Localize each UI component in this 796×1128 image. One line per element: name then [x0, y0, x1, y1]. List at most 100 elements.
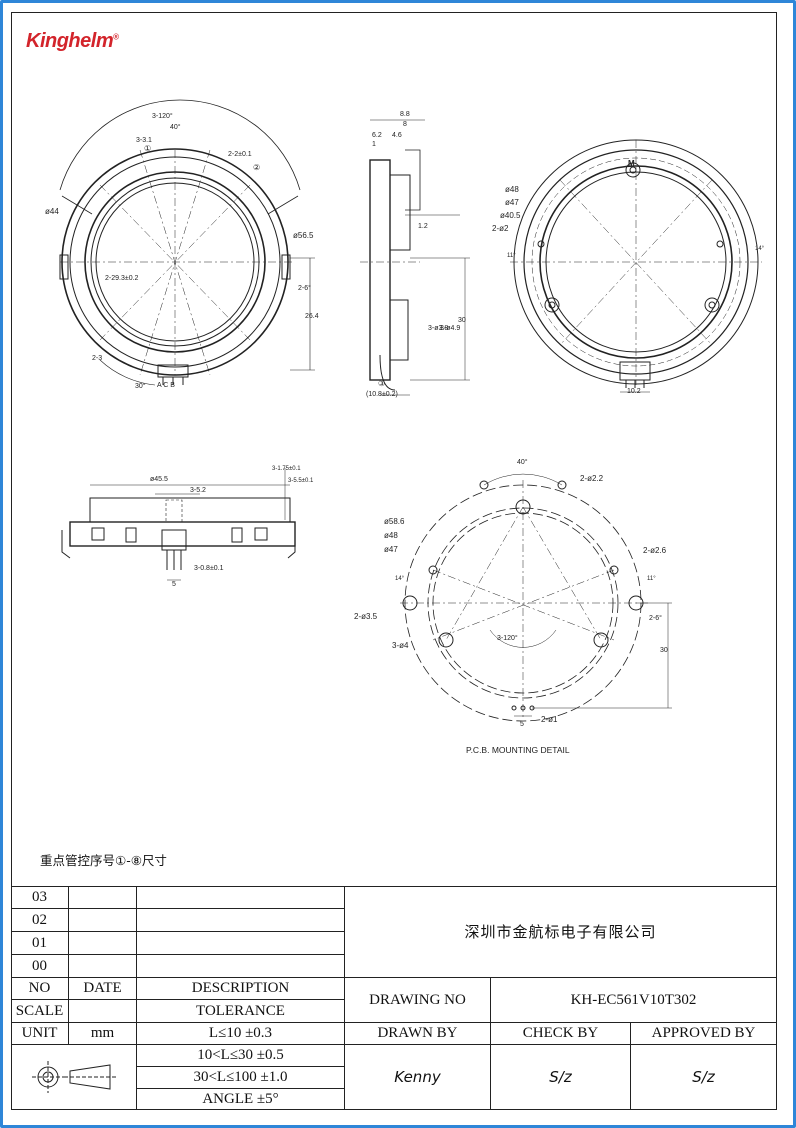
dim-label: 3-ø4	[392, 641, 409, 650]
approved-by-signature: S/z	[631, 1045, 777, 1110]
dim-label: 2-ø2	[492, 224, 509, 233]
controlled-dimensions-note: 重点管控序号①-⑧尺寸	[40, 853, 167, 868]
dim-label: 2-29.3±0.2	[105, 275, 139, 282]
revision-cell: 03	[11, 886, 69, 909]
dim-label: 2-ø2.6	[643, 546, 667, 555]
dim-label: 26.4	[305, 313, 319, 320]
dim-label: 3-ø4.9	[440, 325, 460, 332]
approved-by-label: APPROVED BY	[631, 1023, 777, 1045]
projection-symbol	[11, 1045, 137, 1110]
tolerance-row: 10<L≤30 ±0.5	[137, 1045, 345, 1067]
section-view	[61, 468, 296, 581]
dim-label: ø58.6	[384, 517, 405, 526]
angle-label: 3-120°	[152, 112, 173, 120]
dim-label: 3-1.75±0.1	[272, 466, 301, 472]
marker-label: ②	[253, 163, 260, 172]
front-view	[59, 99, 315, 386]
scale-value	[69, 1000, 137, 1023]
dim-label: 1	[372, 141, 376, 148]
dim-label: ø40.5	[500, 211, 521, 220]
date-header: DATE	[69, 978, 137, 1000]
unit-value: mm	[69, 1023, 137, 1045]
dim-label: 2-ø1	[541, 715, 558, 724]
unit-label: UNIT	[11, 1023, 69, 1045]
dim-label: (10.8±0.2)	[366, 391, 398, 398]
angle-label: 3-120°	[497, 634, 518, 642]
mark-label: M	[628, 159, 635, 168]
rear-view	[510, 139, 762, 393]
dim-label: 2-2±0.1	[228, 151, 252, 158]
revision-date-cell	[69, 932, 137, 955]
dim-label: 5	[520, 721, 524, 728]
marker-label: ③	[378, 379, 385, 388]
revision-date-cell	[69, 886, 137, 909]
dim-label: 14°	[395, 576, 405, 582]
company-name: 深圳市金航标电子有限公司	[345, 886, 777, 978]
dim-label: 2-ø2.2	[580, 474, 604, 483]
dim-label: ø45.5	[150, 476, 168, 483]
dim-label: ø44	[45, 207, 59, 216]
technical-drawing: 3-120° 40° 3-3.1 ① 2-2±0.1 ② ø44 ø56.5 2…	[45, 99, 765, 755]
dim-label: 1.2	[418, 223, 428, 230]
dim-label: ø47	[505, 198, 519, 207]
dim-label: 3-3.1	[136, 137, 152, 144]
drawn-by-signature: Kenny	[345, 1045, 491, 1110]
angle-label: 40°	[517, 458, 528, 466]
no-header: NO	[11, 978, 69, 1000]
dim-label: ø48	[505, 185, 519, 194]
dim-label: ø56.5	[293, 231, 314, 240]
drawn-by-label: DRAWN BY	[345, 1023, 491, 1045]
dim-label: 2-3	[92, 355, 102, 362]
description-header: DESCRIPTION	[137, 978, 345, 1000]
revision-date-cell	[69, 955, 137, 978]
dim-label: 4.6	[392, 132, 402, 139]
angle-label: 30°	[135, 382, 146, 390]
dim-label: ø48	[384, 531, 398, 540]
revision-desc-cell	[137, 909, 345, 932]
marker-label: ①	[144, 144, 151, 153]
dim-label: 11°	[647, 576, 656, 582]
dim-label: 6.2	[372, 132, 382, 139]
pin-label: A C B	[157, 382, 175, 389]
tolerance-row: L≤10 ±0.3	[137, 1023, 345, 1045]
dim-label: 2-6°	[298, 284, 311, 292]
revision-cell: 01	[11, 932, 69, 955]
dim-label: 10.2	[627, 388, 641, 395]
dim-label: 2-6°	[649, 614, 662, 622]
revision-desc-cell	[137, 955, 345, 978]
kinghelm-logo: Kinghelm®	[26, 30, 119, 52]
dim-label: 8.8	[400, 111, 410, 118]
dim-label: 30	[458, 317, 466, 324]
tolerance-header: TOLERANCE	[137, 1000, 345, 1023]
dim-label: 3-5.5±0.1	[288, 478, 314, 484]
dim-label: 3-ø3.8	[428, 325, 448, 332]
title-block: 03 02 01 00 深圳市金航标电子有限公司 NO DATE DESCRIP…	[11, 886, 777, 1110]
check-by-signature: S/z	[491, 1045, 631, 1110]
dim-label: 5	[172, 581, 176, 588]
dim-label: 30	[660, 647, 668, 654]
dim-label: 3-5.2	[190, 487, 206, 494]
dim-label: 2-ø3.5	[354, 612, 378, 621]
dim-label: 3-0.8±0.1	[194, 565, 224, 572]
pcb-detail-caption: P.C.B. MOUNTING DETAIL	[466, 745, 570, 755]
dim-label: 8	[403, 121, 407, 128]
revision-cell: 00	[11, 955, 69, 978]
revision-cell: 02	[11, 909, 69, 932]
revision-date-cell	[69, 909, 137, 932]
tolerance-row: 30<L≤100 ±1.0	[137, 1067, 345, 1089]
drawing-no-value: KH-EC561V10T302	[491, 978, 777, 1023]
revision-desc-cell	[137, 886, 345, 909]
revision-desc-cell	[137, 932, 345, 955]
dim-label: ø47	[384, 545, 398, 554]
pcb-detail-view	[400, 473, 672, 722]
scale-label: SCALE	[11, 1000, 69, 1023]
third-angle-projection-icon	[31, 1061, 118, 1093]
dim-label: 14°	[755, 246, 765, 252]
tolerance-row: ANGLE ±5°	[137, 1089, 345, 1110]
dim-label: 11°	[507, 253, 516, 259]
side-view	[360, 119, 470, 396]
check-by-label: CHECK BY	[491, 1023, 631, 1045]
drawing-no-label: DRAWING NO	[345, 978, 491, 1023]
angle-label: 40°	[170, 123, 181, 131]
